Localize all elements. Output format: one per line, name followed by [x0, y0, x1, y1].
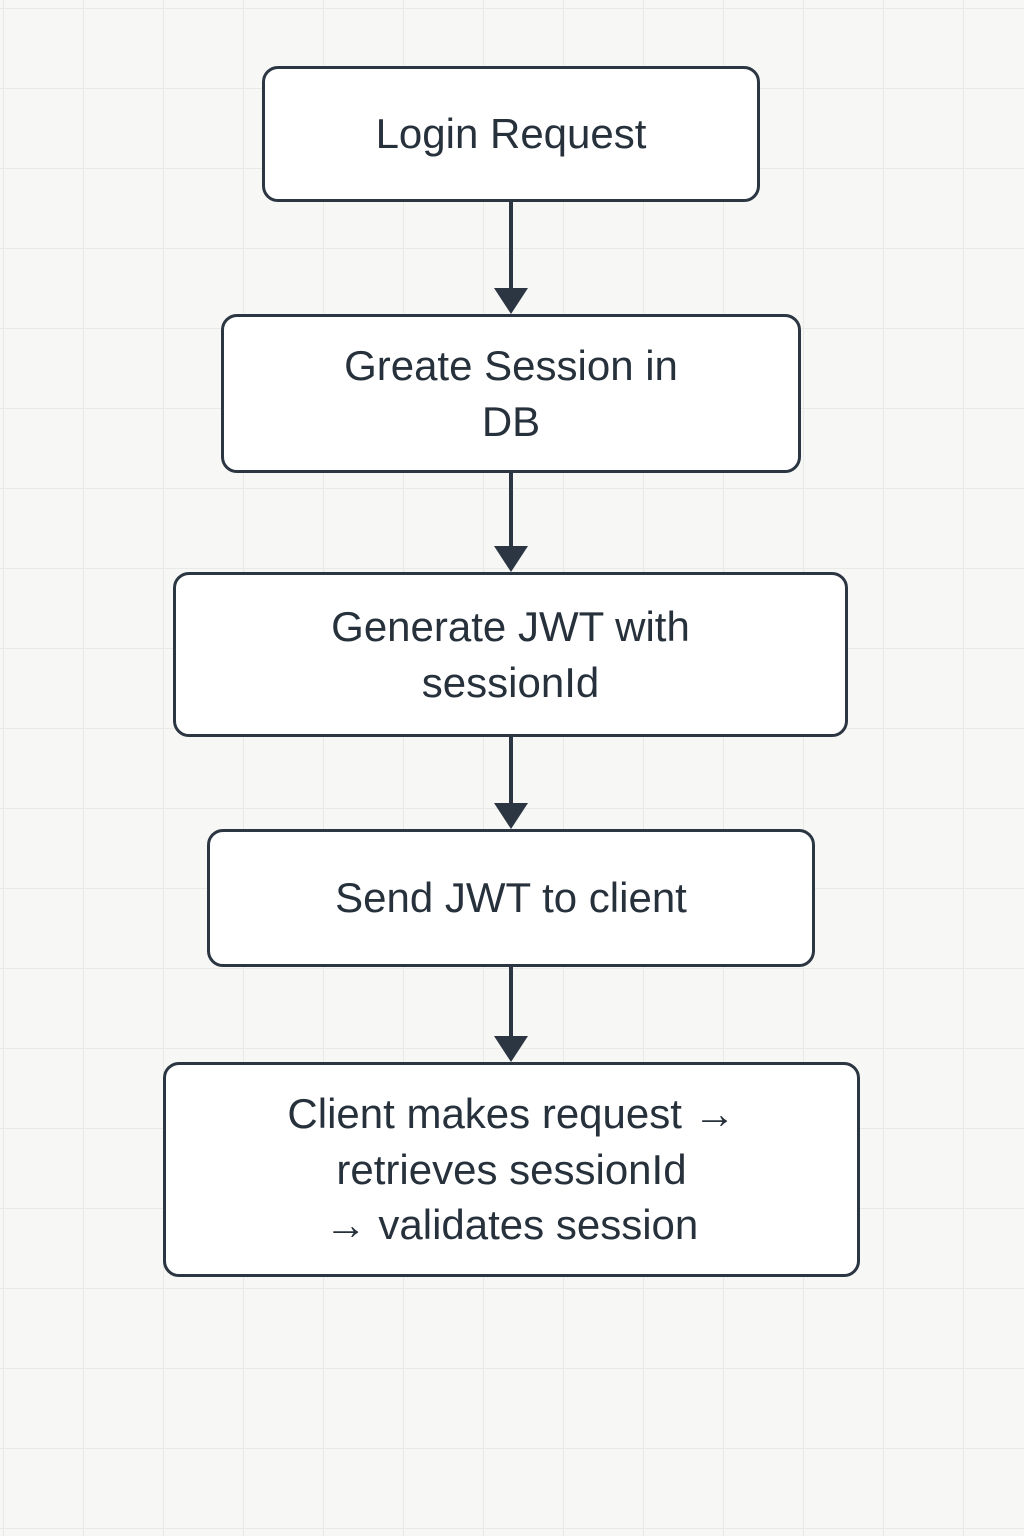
arrow-generate-jwt-to-send-jwt: [494, 737, 528, 829]
node-client-validates-session-label: Client makes request → retrieves session…: [287, 1090, 736, 1249]
arrow-shaft: [509, 967, 513, 1040]
arrow-down-icon: [494, 803, 528, 829]
arrow-create-session-to-generate-jwt: [494, 473, 528, 572]
node-create-session-db: Greate Session in DB: [221, 314, 801, 473]
node-send-jwt-to-client: Send JWT to client: [207, 829, 815, 967]
node-login-request-label: Login Request: [375, 110, 647, 158]
arrow-send-jwt-to-client-validates: [494, 967, 528, 1062]
arrow-shaft: [509, 202, 513, 292]
node-client-validates-session: Client makes request → retrieves session…: [163, 1062, 860, 1277]
node-send-jwt-to-client-label: Send JWT to client: [335, 874, 687, 922]
node-generate-jwt: Generate JWT with sessionId: [173, 572, 848, 737]
arrow-shaft: [509, 737, 513, 807]
node-login-request: Login Request: [262, 66, 760, 202]
arrow-login-to-create-session: [494, 202, 528, 314]
node-generate-jwt-label: Generate JWT with sessionId: [331, 603, 690, 706]
arrow-down-icon: [494, 288, 528, 314]
arrow-down-icon: [494, 546, 528, 572]
node-create-session-db-label: Greate Session in DB: [344, 342, 678, 445]
arrow-shaft: [509, 473, 513, 550]
arrow-down-icon: [494, 1036, 528, 1062]
